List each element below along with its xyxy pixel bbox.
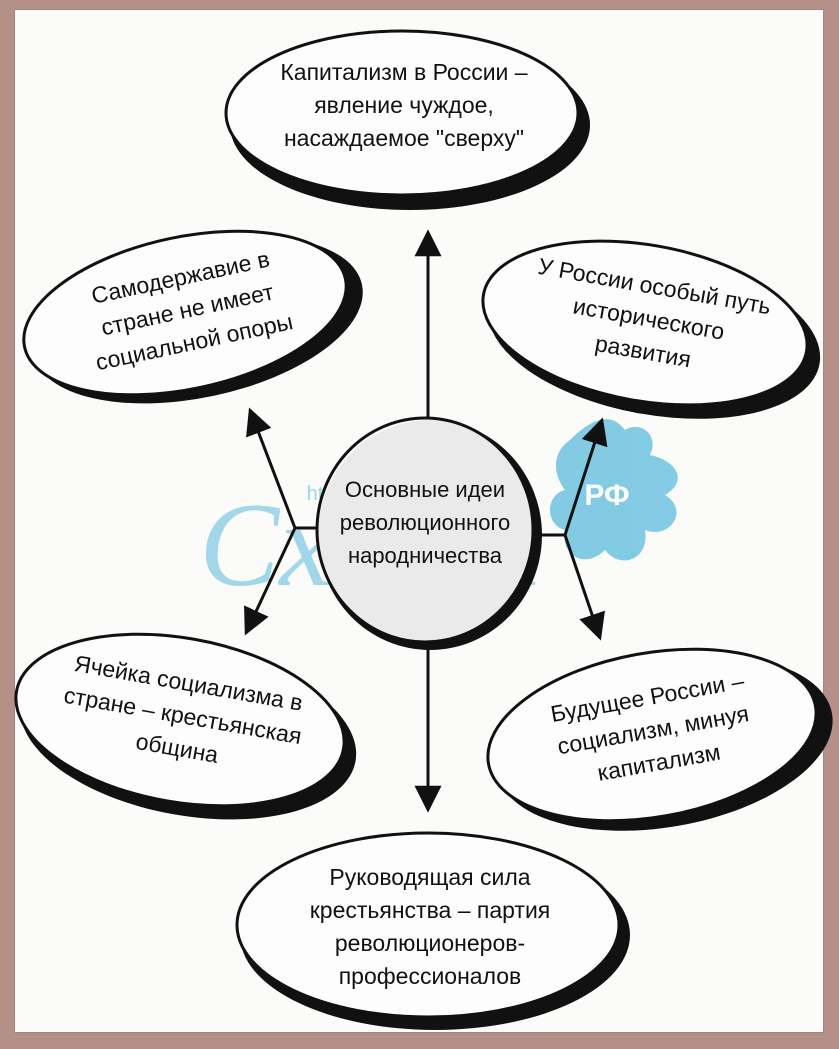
node-bottom-line-1: Руководящая сила (329, 864, 530, 890)
node-center: Основные идеи революционного народничест… (315, 416, 542, 650)
node-bottom-line-4: профессионалов (339, 963, 522, 989)
connectors (244, 229, 608, 813)
node-bottom-line-3: революционеров- (335, 930, 525, 956)
watermark-splash (550, 419, 678, 561)
node-lower-right: Будущее России – социализм, минуя капита… (486, 647, 833, 831)
node-upper-left: Самодержавие в стране не имеет социально… (22, 229, 363, 404)
node-upper-right: У России особый путь исторического разви… (481, 239, 821, 419)
center-line-3: народничества (348, 543, 503, 568)
node-bottom-line-2: крестьянства – партия (310, 897, 551, 923)
node-bottom: Руководящая сила крестьянства – партия р… (235, 831, 630, 1030)
arrow-lower-right (563, 534, 605, 641)
watermark-badge: РФ (584, 479, 629, 512)
node-top-line-1: Капитализм в России – (280, 59, 527, 85)
node-top-line-3: насаждаемое "сверху" (284, 125, 524, 151)
center-line-1: Основные идеи (345, 477, 505, 502)
center-line-2: революционного (340, 510, 510, 535)
arrow-lower-left (244, 527, 297, 636)
node-top-line-2: явление чуждое, (314, 92, 494, 118)
node-top: Капитализм в России – явление чуждое, на… (224, 29, 590, 210)
node-lower-left: Ячейка социализма в стране – крестьянска… (14, 632, 357, 820)
